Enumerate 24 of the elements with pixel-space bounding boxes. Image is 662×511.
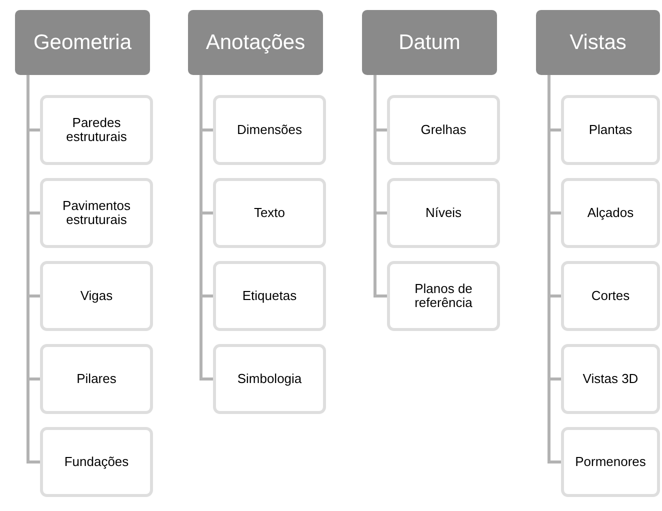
item-box: Pilares [40,344,153,414]
category-header: Geometria [15,10,150,75]
connector-line [200,75,213,380]
connector-line [548,75,561,464]
item-box: Vigas [40,261,153,331]
item-box: Plantas [561,95,660,165]
connector-line [26,75,40,464]
item-box: Fundações [40,427,153,497]
item-box: Grelhas [387,95,500,165]
item-box: Pavimentos estruturais [40,178,153,248]
item-box: Vistas 3D [561,344,660,414]
category-header: Anotações [188,10,323,75]
item-box: Planos de referência [387,261,500,331]
item-box: Alçados [561,178,660,248]
item-box: Pormenores [561,427,660,497]
item-box: Etiquetas [213,261,326,331]
item-box: Simbologia [213,344,326,414]
item-box: Níveis [387,178,500,248]
category-header: Datum [362,10,497,75]
item-box: Dimensões [213,95,326,165]
item-box: Texto [213,178,326,248]
item-box: Paredes estruturais [40,95,153,165]
category-header: Vistas [536,10,660,75]
item-box: Cortes [561,261,660,331]
